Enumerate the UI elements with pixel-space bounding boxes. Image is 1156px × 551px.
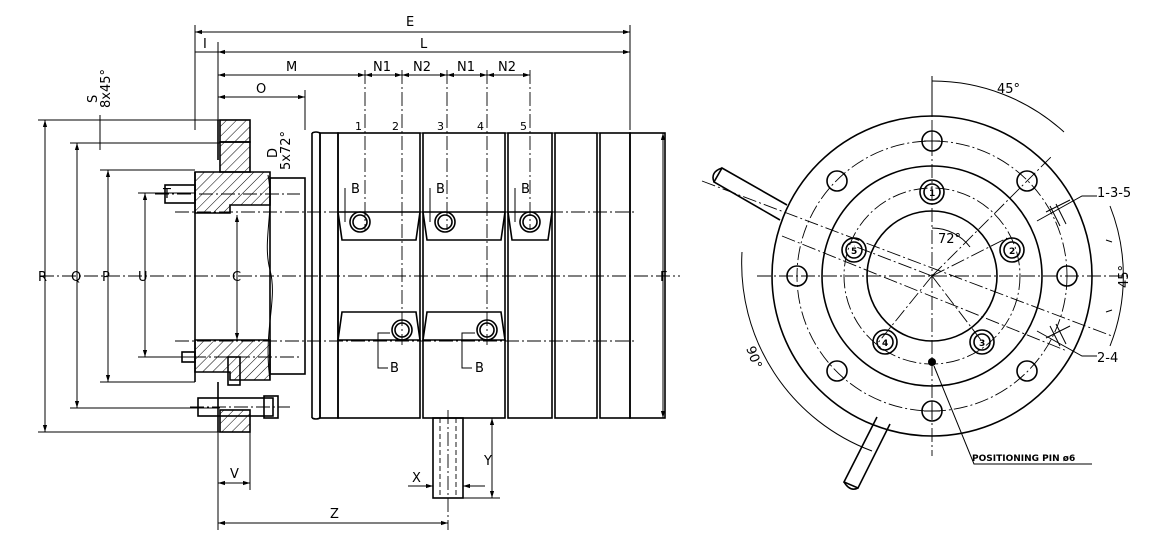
port-label-5: 5 xyxy=(851,247,857,257)
holes-label: D 5x72° xyxy=(266,131,294,170)
dim-N1-b: N1 xyxy=(457,60,475,75)
arms xyxy=(712,166,891,490)
label-B-5: B xyxy=(475,361,484,376)
end-view: 1 2 3 4 5 POSITIONING PIN ø6 45° 90° xyxy=(701,76,1132,490)
dim-N1-a: N1 xyxy=(373,60,391,75)
dim-Z: Z xyxy=(330,507,339,522)
left-dimensions: R Q P U xyxy=(38,119,220,433)
dim-Y: Y xyxy=(483,454,492,469)
dim-N2-b: N2 xyxy=(498,60,516,75)
dim-O: O xyxy=(256,82,266,97)
top-dimensions: E I L M N1 N2 N1 N2 O xyxy=(194,15,631,130)
label-B-3: B xyxy=(521,182,530,197)
dim-c-group: C xyxy=(232,215,241,340)
dim-T: T xyxy=(162,187,171,202)
label-B-4: B xyxy=(390,361,399,376)
dim-P: P xyxy=(102,270,110,285)
bottom-dims: V Z xyxy=(217,432,448,530)
dim-U: U xyxy=(138,270,148,285)
port-label-4: 4 xyxy=(882,339,888,349)
channel-label-4: 4 xyxy=(477,120,484,133)
positioning-pin xyxy=(928,358,936,366)
dim-F: F xyxy=(660,270,667,285)
dim-X: X xyxy=(412,471,421,486)
flange: T xyxy=(155,119,306,433)
dim-N2-a: N2 xyxy=(413,60,431,75)
group-2-4: 2-4 xyxy=(1097,351,1118,366)
group-1-3-5: 1-3-5 xyxy=(1097,186,1131,201)
bottom-stem: Y X xyxy=(408,410,500,530)
numbered-ports: 1 2 3 4 5 xyxy=(841,179,1025,355)
angle-right: 45° xyxy=(1117,265,1132,288)
label-B-1: B xyxy=(351,182,360,197)
port-label-2: 2 xyxy=(1009,247,1015,257)
channel-label-2: 2 xyxy=(392,120,399,133)
dim-chamfer: 8x45° xyxy=(99,69,114,108)
chamfer-label: S 8x45° xyxy=(86,69,114,150)
dim-V: V xyxy=(230,467,239,482)
dim-M: M xyxy=(286,60,297,75)
dim-holes: 5x72° xyxy=(279,131,294,170)
angle-inner: 72° xyxy=(938,232,961,247)
pin-note: POSITIONING PIN ø6 xyxy=(972,454,1075,464)
channel-label-1: 1 xyxy=(355,120,362,133)
channel-lines: 1 2 3 4 5 xyxy=(355,70,531,345)
label-B-2: B xyxy=(436,182,445,197)
dim-C: C xyxy=(232,270,241,285)
bolt-holes xyxy=(786,130,1078,422)
dim-D: D xyxy=(266,148,281,158)
channel-label-5: 5 xyxy=(520,120,527,133)
dim-R: R xyxy=(38,270,47,285)
section-view: E I L M N1 N2 N1 N2 O xyxy=(38,15,680,530)
port-label-1: 1 xyxy=(929,189,935,199)
angle-top: 45° xyxy=(997,82,1020,97)
dim-Q: Q xyxy=(71,270,81,285)
dim-f-group: F xyxy=(660,133,667,418)
port-label-3: 3 xyxy=(979,339,985,349)
rotary-body: B B B B B xyxy=(40,131,680,420)
dim-I: I xyxy=(203,37,207,52)
dim-E: E xyxy=(406,15,414,30)
dim-S: S xyxy=(86,95,101,103)
dim-L: L xyxy=(420,37,428,52)
angle-left: 90° xyxy=(742,344,764,371)
channel-label-3: 3 xyxy=(437,120,444,133)
